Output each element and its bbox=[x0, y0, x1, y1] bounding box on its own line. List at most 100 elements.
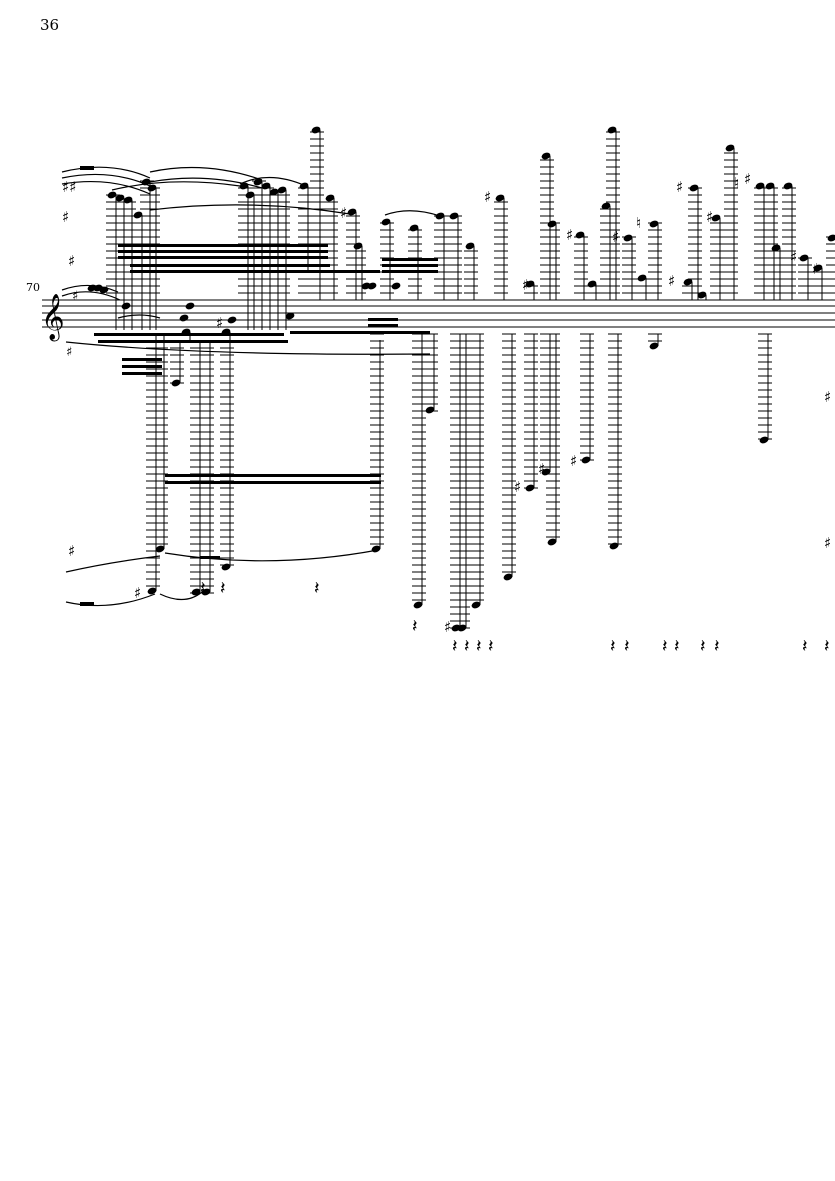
notehead bbox=[107, 191, 117, 199]
notehead bbox=[827, 234, 835, 242]
notehead bbox=[191, 588, 201, 596]
notehead bbox=[783, 182, 793, 190]
notehead bbox=[449, 212, 459, 220]
quarter-rest-icon: 𝄽 bbox=[824, 636, 830, 657]
notehead bbox=[99, 286, 109, 294]
notehead bbox=[261, 182, 271, 190]
quarter-rest-icon: 𝄽 bbox=[624, 636, 630, 657]
notehead bbox=[541, 468, 551, 476]
svg-text:♯: ♯ bbox=[62, 208, 69, 226]
notehead bbox=[311, 126, 321, 134]
svg-text:♯: ♯ bbox=[612, 228, 619, 246]
notehead bbox=[353, 242, 363, 250]
notehead bbox=[755, 182, 765, 190]
notehead bbox=[325, 194, 335, 202]
notehead bbox=[227, 316, 237, 324]
noteheads bbox=[87, 126, 835, 632]
svg-text:♯: ♯ bbox=[790, 248, 797, 266]
notehead bbox=[649, 220, 659, 228]
notehead bbox=[371, 545, 381, 553]
notehead bbox=[285, 312, 295, 320]
notehead bbox=[425, 406, 435, 414]
quarter-rest-icon: 𝄽 bbox=[412, 616, 418, 637]
svg-text:♯: ♯ bbox=[72, 289, 78, 304]
multi-rest-bars bbox=[80, 166, 94, 606]
notehead bbox=[609, 542, 619, 550]
notehead bbox=[171, 379, 181, 387]
svg-text:♯: ♯ bbox=[706, 208, 713, 226]
notehead bbox=[221, 328, 231, 336]
staff bbox=[42, 299, 835, 328]
notehead bbox=[141, 178, 151, 186]
quarter-rest-icon: 𝄽 bbox=[314, 578, 320, 599]
treble-clef-icon: 𝄞 bbox=[41, 294, 65, 342]
quarter-rest-icon: 𝄽 bbox=[662, 636, 668, 657]
notehead bbox=[299, 182, 309, 190]
notehead bbox=[347, 208, 357, 216]
notehead bbox=[201, 588, 211, 596]
svg-text:♯: ♯ bbox=[824, 388, 831, 406]
notehead bbox=[221, 563, 231, 571]
svg-text:♯♯: ♯♯ bbox=[62, 178, 77, 196]
svg-text:♯: ♯ bbox=[570, 452, 577, 470]
quarter-rest-icon: 𝄽 bbox=[674, 636, 680, 657]
beams bbox=[94, 244, 438, 559]
notehead bbox=[711, 214, 721, 222]
quarter-rest-icon: 𝄽 bbox=[700, 636, 706, 657]
notehead bbox=[601, 202, 611, 210]
notehead bbox=[367, 282, 377, 290]
notehead bbox=[637, 274, 647, 282]
notehead bbox=[409, 224, 419, 232]
notehead bbox=[689, 184, 699, 192]
rests: 𝄽𝄽𝄽𝄽𝄽𝄽𝄽𝄽𝄽𝄽𝄽𝄽𝄽𝄽𝄽𝄽 bbox=[200, 578, 830, 657]
notehead bbox=[771, 244, 781, 252]
page-number: 36 bbox=[40, 16, 60, 34]
svg-text:♯: ♯ bbox=[676, 178, 683, 196]
notehead bbox=[381, 218, 391, 226]
svg-text:♯: ♯ bbox=[484, 188, 491, 206]
notehead bbox=[759, 436, 769, 444]
notehead bbox=[683, 278, 693, 286]
accidentals: ♯♯ ♯ ♯ ♯ ♯ ♯ ♯ ♯ ♮ ♯ ♯ ♯ ♮ ♯ ♯ ♯ ♯ ♯ ♯ ♯… bbox=[62, 170, 831, 636]
notehead bbox=[185, 302, 195, 310]
measure-number: 70 bbox=[26, 281, 40, 294]
notehead bbox=[725, 144, 735, 152]
svg-text:♯: ♯ bbox=[668, 272, 675, 290]
quarter-rest-icon: 𝄽 bbox=[610, 636, 616, 657]
svg-text:♯: ♯ bbox=[744, 170, 751, 188]
key-signature: ♯ ♯ bbox=[66, 289, 78, 360]
quarter-rest-icon: 𝄽 bbox=[464, 636, 470, 657]
quarter-rest-icon: 𝄽 bbox=[714, 636, 720, 657]
svg-text:♯: ♯ bbox=[538, 460, 545, 478]
notehead bbox=[813, 264, 823, 272]
notehead bbox=[495, 194, 505, 202]
svg-text:♯: ♯ bbox=[566, 226, 573, 244]
notehead bbox=[147, 184, 157, 192]
ledger-lines-below bbox=[146, 333, 772, 629]
notehead bbox=[391, 282, 401, 290]
svg-text:♯: ♯ bbox=[340, 204, 347, 222]
notehead bbox=[587, 280, 597, 288]
svg-text:♯: ♯ bbox=[514, 478, 521, 496]
notehead bbox=[541, 152, 551, 160]
notehead bbox=[239, 182, 249, 190]
quarter-rest-icon: 𝄽 bbox=[476, 636, 482, 657]
notehead bbox=[457, 624, 467, 632]
notehead bbox=[581, 456, 591, 464]
notehead bbox=[115, 194, 125, 202]
svg-text:♯: ♯ bbox=[68, 252, 75, 270]
slurs bbox=[61, 166, 441, 607]
notehead bbox=[147, 587, 157, 595]
notehead bbox=[799, 254, 809, 262]
notehead bbox=[649, 342, 659, 350]
notehead bbox=[607, 126, 617, 134]
notehead bbox=[765, 182, 775, 190]
svg-text:♯: ♯ bbox=[216, 314, 223, 332]
svg-text:♯: ♯ bbox=[66, 345, 72, 360]
quarter-rest-icon: 𝄽 bbox=[452, 636, 458, 657]
svg-text:♯: ♯ bbox=[522, 276, 529, 294]
svg-text:♯: ♯ bbox=[824, 534, 831, 552]
notehead bbox=[121, 302, 131, 310]
notehead bbox=[697, 291, 707, 299]
